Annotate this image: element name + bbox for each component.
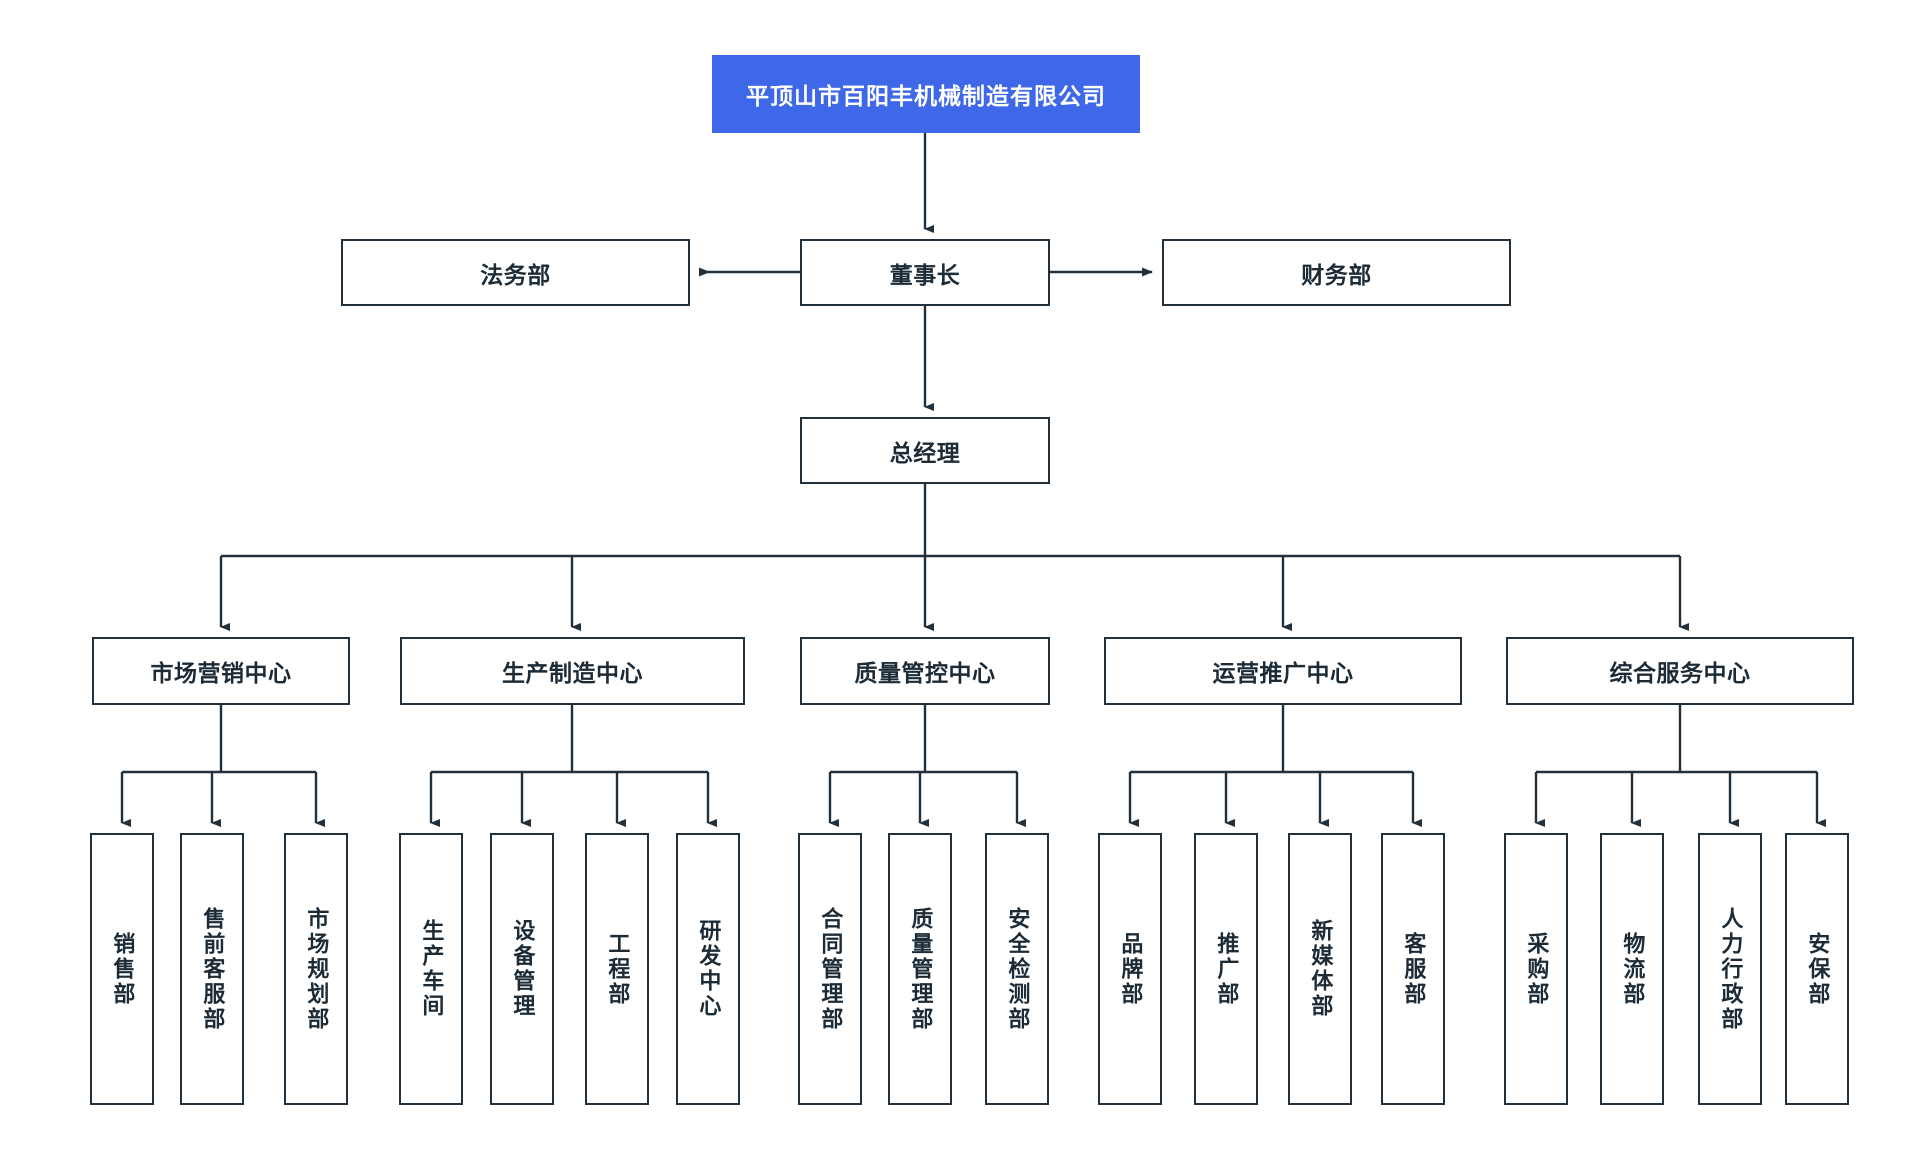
node-department[interactable]: 市场规划部 — [284, 833, 348, 1105]
node-department-label: 生产车间 — [419, 919, 445, 1019]
node-department[interactable]: 生产车间 — [399, 833, 463, 1105]
node-department[interactable]: 销售部 — [90, 833, 154, 1105]
node-legal-department[interactable]: 法务部 — [341, 239, 690, 306]
node-department-label: 人力行政部 — [1718, 906, 1744, 1032]
node-center-marketing[interactable]: 市场营销中心 — [92, 637, 350, 705]
node-department-label: 合同管理部 — [818, 906, 844, 1032]
node-legal-department-label: 法务部 — [480, 261, 551, 288]
node-department[interactable]: 客服部 — [1381, 833, 1445, 1105]
node-center-manufacturing-label: 生产制造中心 — [502, 660, 643, 686]
node-chairman[interactable]: 董事长 — [800, 239, 1050, 306]
node-center-operations[interactable]: 运营推广中心 — [1104, 637, 1462, 705]
node-department[interactable]: 推广部 — [1194, 833, 1258, 1105]
node-department[interactable]: 品牌部 — [1098, 833, 1162, 1105]
node-center-marketing-label: 市场营销中心 — [150, 660, 292, 686]
node-general-manager-label: 总经理 — [889, 439, 961, 466]
node-center-quality-label: 质量管控中心 — [854, 660, 996, 686]
node-department-label: 研发中心 — [696, 919, 722, 1019]
node-department-label: 客服部 — [1401, 931, 1427, 1007]
node-center-manufacturing[interactable]: 生产制造中心 — [400, 637, 745, 705]
node-department[interactable]: 安保部 — [1785, 833, 1849, 1105]
node-department[interactable]: 安全检测部 — [985, 833, 1049, 1105]
node-company-root[interactable]: 平顶山市百阳丰机械制造有限公司 — [712, 55, 1140, 133]
node-finance-department[interactable]: 财务部 — [1162, 239, 1511, 306]
node-department-label: 安全检测部 — [1005, 906, 1031, 1032]
node-center-quality[interactable]: 质量管控中心 — [800, 637, 1050, 705]
node-department[interactable]: 售前客服部 — [180, 833, 244, 1105]
node-general-manager[interactable]: 总经理 — [800, 417, 1050, 484]
node-chairman-label: 董事长 — [889, 261, 961, 288]
node-company-root-label: 平顶山市百阳丰机械制造有限公司 — [746, 83, 1106, 109]
node-department-label: 安保部 — [1805, 931, 1831, 1007]
node-department-label: 市场规划部 — [304, 906, 330, 1032]
node-department[interactable]: 新媒体部 — [1288, 833, 1352, 1105]
node-department[interactable]: 采购部 — [1504, 833, 1568, 1105]
node-center-general-services[interactable]: 综合服务中心 — [1506, 637, 1854, 705]
node-department[interactable]: 人力行政部 — [1698, 833, 1762, 1105]
node-department-label: 质量管理部 — [908, 906, 934, 1032]
node-department[interactable]: 工程部 — [585, 833, 649, 1105]
node-department-label: 设备管理 — [510, 919, 536, 1019]
node-department-label: 推广部 — [1214, 931, 1240, 1007]
node-department-label: 品牌部 — [1118, 931, 1144, 1007]
node-department[interactable]: 研发中心 — [676, 833, 740, 1105]
node-department-label: 售前客服部 — [200, 906, 226, 1032]
node-department-label: 采购部 — [1524, 931, 1550, 1007]
node-department-label: 销售部 — [110, 931, 136, 1007]
node-center-operations-label: 运营推广中心 — [1212, 660, 1354, 686]
node-department[interactable]: 质量管理部 — [888, 833, 952, 1105]
node-department[interactable]: 设备管理 — [490, 833, 554, 1105]
node-department[interactable]: 物流部 — [1600, 833, 1664, 1105]
node-center-general-services-label: 综合服务中心 — [1609, 660, 1751, 686]
node-department[interactable]: 合同管理部 — [798, 833, 862, 1105]
node-department-label: 物流部 — [1620, 931, 1646, 1007]
node-department-label: 新媒体部 — [1308, 919, 1334, 1019]
node-finance-department-label: 财务部 — [1301, 261, 1372, 288]
node-department-label: 工程部 — [605, 931, 631, 1007]
